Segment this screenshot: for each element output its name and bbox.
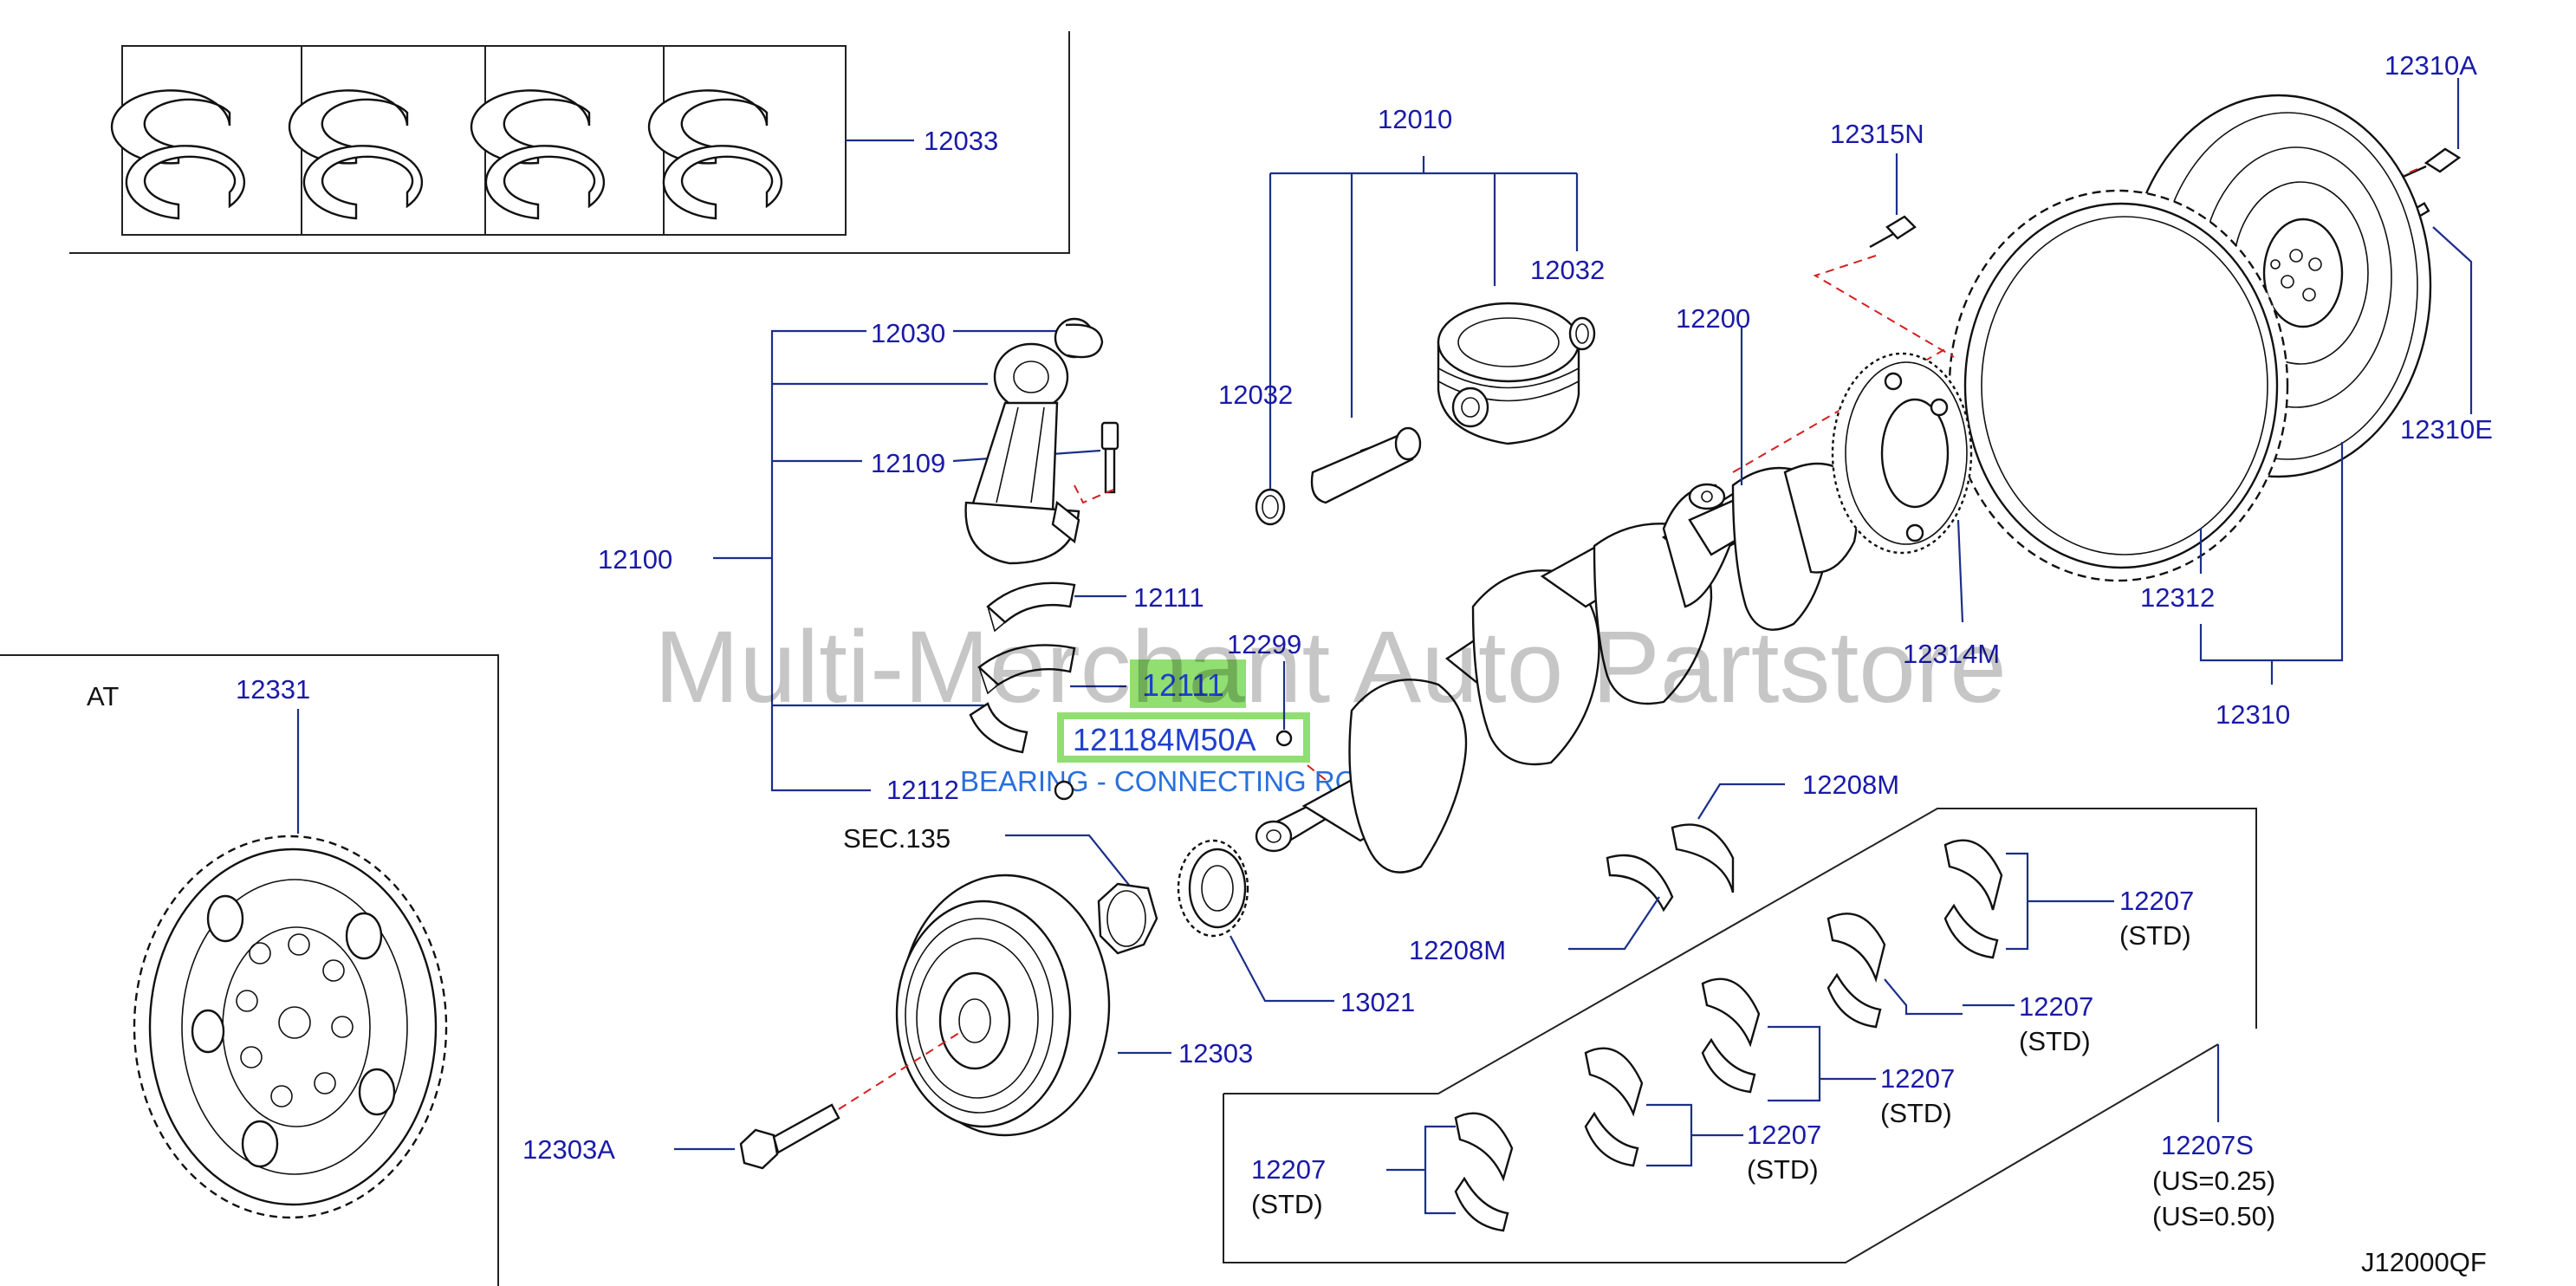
- diagram-code: J12000QF: [2361, 1247, 2487, 1277]
- callout-12207-e[interactable]: 12207: [1251, 1154, 1326, 1185]
- callout-12010[interactable]: 12010: [1378, 104, 1452, 134]
- piston-group: 12010 12032 12032: [1218, 104, 1605, 526]
- crankshaft[interactable]: [1255, 462, 1859, 874]
- note-std-b: (STD): [2019, 1026, 2091, 1056]
- piston-pin-snap-ring-left[interactable]: [1255, 488, 1286, 526]
- watermark: Multi-Merchant Auto Partstore: [654, 610, 2007, 724]
- callout-12033[interactable]: 12033: [924, 126, 998, 156]
- connecting-rod-nut[interactable]: [1054, 780, 1074, 801]
- crankshaft-pulley[interactable]: [895, 874, 1111, 1137]
- callout-12208M-upper[interactable]: 12208M: [1802, 770, 1899, 800]
- connecting-rod-bolt[interactable]: [1074, 421, 1119, 504]
- callout-12303[interactable]: 12303: [1178, 1038, 1253, 1068]
- bearing-upper[interactable]: [986, 581, 1076, 633]
- callout-12208M-lower[interactable]: 12208M: [1409, 935, 1506, 965]
- callout-12207S[interactable]: 12207S: [2161, 1130, 2254, 1160]
- note-std-a: (STD): [2119, 920, 2191, 951]
- connecting-rod-group: 12030 12109 12100: [598, 317, 1119, 792]
- highlight-part-number: [1130, 659, 1246, 708]
- note-std-c: (STD): [1880, 1098, 1952, 1128]
- callout-12312[interactable]: 12312: [2140, 582, 2215, 613]
- at-inset: AT 12331: [0, 654, 499, 1286]
- at-label: AT: [87, 681, 119, 711]
- crankshaft-sprocket[interactable]: [1177, 839, 1249, 938]
- callout-12111-top[interactable]: 12111: [1133, 582, 1204, 613]
- callout-12032-left[interactable]: 12032: [1218, 380, 1293, 410]
- callout-12207-c[interactable]: 12207: [1880, 1063, 1955, 1094]
- callout-12100[interactable]: 12100: [598, 544, 672, 575]
- callout-12207-b[interactable]: 12207: [2019, 991, 2093, 1022]
- callout-13021[interactable]: 13021: [1340, 987, 1415, 1017]
- crank-pulley-washer[interactable]: [1097, 882, 1158, 955]
- flywheel-bolt-12315N[interactable]: [1869, 215, 1917, 249]
- connecting-rod[interactable]: [964, 342, 1080, 565]
- callout-12310[interactable]: 12310: [2216, 699, 2290, 730]
- piston-ring-inset: 12033: [69, 31, 1070, 254]
- bearing-lower[interactable]: [969, 644, 1076, 754]
- callout-12207-d[interactable]: 12207: [1747, 1120, 1821, 1150]
- piston-ring-set[interactable]: [110, 89, 783, 220]
- callout-12032-right[interactable]: 12032: [1530, 255, 1605, 285]
- piston-pin[interactable]: [1310, 426, 1422, 504]
- callout-12109[interactable]: 12109: [871, 448, 945, 478]
- drive-plate[interactable]: [133, 835, 448, 1219]
- thrust-washer-lower[interactable]: [1606, 854, 1674, 913]
- piston-pin-snap-ring-right[interactable]: [1568, 316, 1596, 351]
- piston[interactable]: [1437, 302, 1580, 445]
- callout-12315N[interactable]: 12315N: [1830, 119, 1924, 149]
- ring-gear[interactable]: [1948, 189, 2289, 582]
- note-us-025: (US=0.25): [2152, 1166, 2275, 1196]
- thrust-washer-upper[interactable]: [1671, 823, 1735, 893]
- highlight-description: BEARING - CONNECTING ROD: [960, 765, 1378, 797]
- callout-12200[interactable]: 12200: [1676, 303, 1750, 334]
- highlight-part-code-text[interactable]: 121184M50A: [1073, 722, 1256, 757]
- note-std-d: (STD): [1747, 1154, 1819, 1185]
- section-reference: SEC.135: [843, 823, 951, 854]
- small-end-bushing[interactable]: [1054, 317, 1104, 359]
- note-std-e: (STD): [1251, 1189, 1323, 1219]
- callout-12299[interactable]: 12299: [1227, 629, 1301, 659]
- callout-12030[interactable]: 12030: [871, 318, 945, 348]
- highlight-part-number-text[interactable]: 12111: [1142, 667, 1224, 703]
- note-us-050: (US=0.50): [2152, 1201, 2275, 1231]
- callout-12112[interactable]: 12112: [886, 775, 959, 805]
- callout-12331[interactable]: 12331: [236, 674, 310, 705]
- callout-12207-a[interactable]: 12207: [2119, 886, 2194, 916]
- main-bearing-set[interactable]: [1454, 839, 2003, 1232]
- callout-12314M[interactable]: 12314M: [1903, 639, 2000, 669]
- callout-12310A[interactable]: 12310A: [2385, 50, 2477, 81]
- callout-12310E[interactable]: 12310E: [2400, 414, 2493, 445]
- bearing-group: 12111 12111 121184M50A BEARING - CONNECT…: [886, 581, 1378, 805]
- crankshaft-pulley-bolt[interactable]: [739, 1103, 840, 1170]
- signal-plate[interactable]: [1831, 352, 1973, 555]
- callout-12303A[interactable]: 12303A: [522, 1134, 615, 1165]
